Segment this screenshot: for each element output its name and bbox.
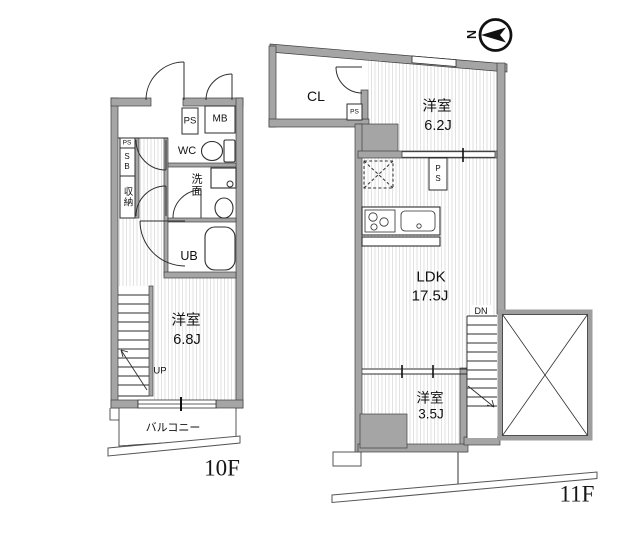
compass-circle <box>478 18 513 52</box>
washroom-label: 洗面 <box>190 173 203 197</box>
toilet-tank <box>223 139 236 163</box>
floor-11f-label: 11F <box>560 482 595 507</box>
partition-ldk-35 <box>362 365 467 378</box>
stairs-down <box>466 305 497 438</box>
ps-kitchen-label: PS <box>434 164 443 184</box>
wall-10f-left <box>110 97 119 409</box>
washroom-door-arc <box>172 189 202 219</box>
wc-label: WC <box>178 145 196 157</box>
stairs-down-label: DN <box>475 306 488 316</box>
room-62-window <box>411 55 457 67</box>
wall-10f-right <box>235 97 244 409</box>
void-box <box>497 309 593 441</box>
wall-wc-washroom <box>167 162 237 168</box>
balcony <box>107 408 241 457</box>
kitchen-faucet <box>416 223 422 229</box>
wall-10f-top-left <box>110 97 152 107</box>
ps-entrance-label: PS <box>184 116 197 127</box>
room-62-floor <box>368 60 497 151</box>
wall-mass-lower <box>359 413 408 449</box>
unit-10f: PS MB PS SB 収納 WC 洗面 UB 洋室 6.8J UP バルコニー… <box>107 61 244 481</box>
closet-floor <box>276 52 361 119</box>
refrigerator-space <box>363 160 394 189</box>
wall-stairs-bottom <box>463 436 501 446</box>
shoebox-label: SB <box>123 152 132 172</box>
closet-label: CL <box>307 88 325 104</box>
corridor-door-arc <box>139 220 186 267</box>
room-62-name: 洋室 <box>423 98 452 115</box>
washing-machine-drain <box>226 180 234 188</box>
kitchen-counter <box>361 206 441 247</box>
unit-11f: CL PS 洋室 6.2J PS LDK 17.5J DN 洋室 3.5J 11… <box>268 43 598 507</box>
stove-burner <box>370 223 378 231</box>
bath-label: UB <box>180 249 197 263</box>
stove-burner <box>368 212 378 222</box>
washbasin <box>214 197 234 219</box>
storage-box <box>119 175 136 219</box>
balcony-step <box>109 408 119 421</box>
closet-door-arc <box>335 66 363 94</box>
stairs-up-floor <box>118 286 152 400</box>
wall-10f-bottom-right <box>215 399 244 409</box>
ps-entrance-box <box>181 107 199 135</box>
ps-kitchen-box <box>428 157 448 191</box>
wall-11f-bottom <box>357 443 469 453</box>
balcony-label: バルコニー <box>146 421 201 434</box>
wall-mass-upper <box>357 123 399 155</box>
closet-door-arc-2 <box>135 185 167 217</box>
partition-62-ldk <box>401 151 496 158</box>
kitchen-sink <box>400 210 436 232</box>
wall-11f-left <box>354 123 363 453</box>
stairs-down-arrow <box>467 385 495 408</box>
balcony-edge-strip <box>107 435 241 457</box>
ldk-name: LDK <box>416 269 445 286</box>
room-62-size: 6.2J <box>424 118 451 134</box>
bathtub <box>204 226 236 271</box>
ps-hall-label: PS <box>123 140 132 147</box>
wall-10f-bottom-left <box>110 399 139 409</box>
toilet <box>200 139 236 163</box>
wall-closet-front <box>134 137 140 219</box>
wall-11f-right <box>496 62 506 315</box>
kitchen-counter-edge <box>361 236 441 247</box>
meterbox-label: MB <box>213 114 228 125</box>
room-35-name: 洋室 <box>417 390 444 406</box>
room-68-name: 洋室 <box>172 312 201 329</box>
ps-closet-box <box>346 103 363 121</box>
closet-door-arc-1 <box>135 139 167 171</box>
stairs-up-label: UP <box>153 366 166 377</box>
wall-stairs-up <box>148 285 154 397</box>
lower-ledge-step <box>332 451 362 467</box>
wall-washroom-bath <box>167 217 237 223</box>
wall-10f-top-right <box>182 97 244 107</box>
washing-machine <box>210 167 237 189</box>
compass: N <box>465 18 513 52</box>
stairs-up-arrow <box>120 349 148 391</box>
stove-burner <box>379 217 389 227</box>
room-68-size: 6.8J <box>173 332 200 348</box>
floor-10f-label: 10F <box>204 456 240 481</box>
ldk-size: 17.5J <box>412 288 449 305</box>
wall-bath-bedroom <box>163 271 237 279</box>
roof-edge-strip <box>331 471 598 504</box>
entrance-door-arc <box>145 61 185 101</box>
compass-arrow <box>481 27 506 43</box>
wall-closet-left <box>268 45 277 128</box>
ps-closet-label: PS <box>350 109 359 116</box>
toilet-bowl <box>200 140 224 162</box>
washing-machine-pan <box>210 167 237 189</box>
room-35-size: 3.5J <box>418 407 444 422</box>
meterbox-box <box>204 105 236 134</box>
wall-closet-bottom <box>268 118 370 128</box>
stove <box>364 209 396 233</box>
compass-north-label: N <box>465 30 479 39</box>
stairs-up <box>118 294 149 397</box>
meterbox-door-arc <box>205 73 233 101</box>
storage-label: 収納 <box>122 186 134 208</box>
